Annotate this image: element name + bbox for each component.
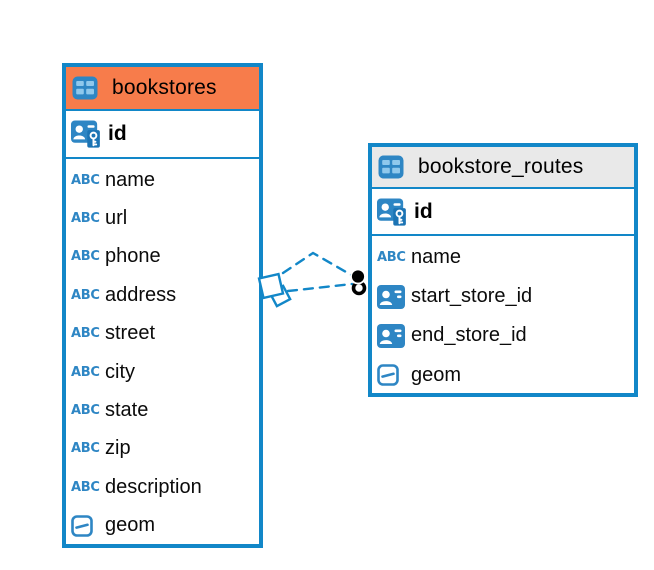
column-name: url (105, 207, 128, 230)
text-type-icon: ABC (71, 211, 100, 227)
primary-key-row[interactable]: id (372, 189, 634, 236)
relationship-squares-marker (257, 272, 292, 308)
text-type-icon: ABC (71, 249, 100, 265)
column-row[interactable]: geom (372, 356, 634, 395)
column-row[interactable]: start_store_id (372, 277, 634, 316)
column-name: id (108, 122, 127, 145)
column-name: phone (105, 245, 161, 268)
relationship-circle-marker (350, 268, 367, 296)
table-icon (378, 154, 409, 180)
text-type-icon: ABC (71, 326, 100, 342)
column-row[interactable]: geom (66, 507, 259, 545)
text-type-icon: ABC (71, 441, 100, 457)
column-row[interactable]: ABC name (66, 161, 259, 199)
relationship-line[interactable] (286, 282, 354, 293)
table-header[interactable]: bookstores (66, 67, 259, 111)
column-row[interactable]: ABC name (372, 238, 634, 277)
column-row[interactable]: ABC phone (66, 238, 259, 276)
column-row[interactable]: ABC street (66, 315, 259, 353)
table-title: bookstore_routes (418, 155, 584, 178)
geometry-type-icon (377, 364, 408, 386)
table-icon (72, 75, 103, 101)
primary-key-icon (377, 197, 408, 227)
column-name: address (105, 283, 177, 306)
column-row[interactable]: ABC description (66, 468, 259, 506)
column-name: geom (105, 514, 156, 537)
column-name: id (414, 199, 433, 223)
column-row[interactable]: ABC city (66, 353, 259, 391)
column-name: city (105, 360, 135, 383)
text-type-icon: ABC (71, 172, 100, 188)
column-row[interactable]: ABC state (66, 391, 259, 429)
primary-key-icon (71, 119, 102, 149)
column-name: geom (411, 363, 462, 386)
table-node[interactable]: bookstore_routes id ABC name start_store_i… (368, 143, 638, 397)
column-name: zip (105, 437, 131, 460)
text-type-icon: ABC (71, 364, 100, 380)
foreign-key-icon (377, 324, 408, 348)
foreign-key-icon (377, 285, 408, 309)
column-name: name (105, 168, 156, 191)
column-row[interactable]: end_store_id (372, 316, 634, 355)
primary-key-row[interactable]: id (66, 111, 259, 159)
table-header[interactable]: bookstore_routes (372, 147, 634, 189)
column-name: description (105, 475, 202, 498)
column-row[interactable]: ABC zip (66, 430, 259, 468)
relationship-line[interactable] (281, 251, 355, 278)
column-name: state (105, 399, 149, 422)
text-type-icon: ABC (71, 479, 100, 495)
text-type-icon: ABC (71, 287, 100, 303)
table-title: bookstores (112, 76, 217, 99)
column-name: street (105, 322, 156, 345)
column-name: name (411, 246, 462, 269)
geometry-type-icon (71, 515, 102, 537)
column-name: start_store_id (411, 285, 533, 308)
text-type-icon: ABC (377, 250, 406, 266)
text-type-icon: ABC (71, 403, 100, 419)
column-row[interactable]: ABC url (66, 199, 259, 237)
column-row[interactable]: ABC address (66, 276, 259, 314)
column-name: end_store_id (411, 324, 527, 347)
